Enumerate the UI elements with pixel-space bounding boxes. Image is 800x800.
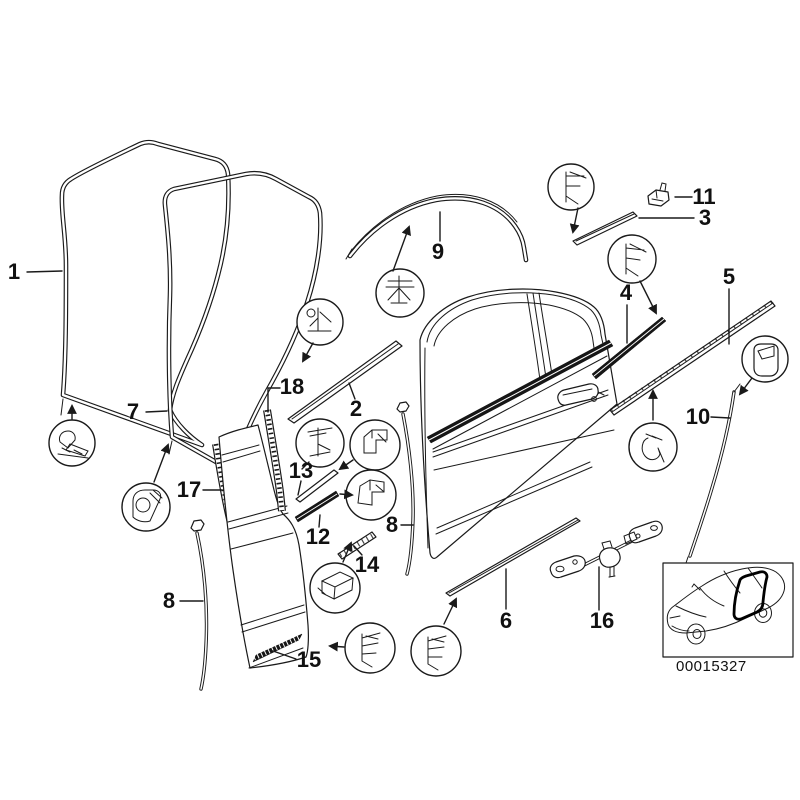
detail-circle-clip-4: [607, 234, 657, 315]
pillar-panel: [218, 424, 309, 669]
detail-circle-end-cap-14: [309, 541, 361, 614]
image-number: 00015327: [676, 658, 747, 675]
rear-door: [419, 288, 618, 559]
strip-4: [591, 316, 667, 380]
car-locator-thumbnail: [662, 562, 794, 658]
strip-5: [609, 300, 776, 416]
detail-circle-clip-15: [328, 622, 396, 674]
detail-circle-grommet-10: [738, 335, 789, 396]
part-callout-5-14[interactable]: 5: [722, 264, 736, 289]
leader-lines: [26, 196, 731, 660]
highlighted-rear-door-outline: [732, 570, 769, 621]
part-callout-6-12[interactable]: 6: [499, 608, 513, 633]
part-callout-4-16[interactable]: 4: [619, 280, 633, 305]
part-callout-11-18[interactable]: 11: [692, 184, 716, 209]
detail-circle-clip-2: [296, 298, 344, 363]
window-frame-strip-9: [345, 193, 529, 263]
detail-circle-clip-3: [547, 163, 595, 234]
door-seal-1: [59, 139, 231, 448]
part-callout-2-4[interactable]: 2: [349, 396, 363, 421]
belt-strip-2: [287, 340, 403, 424]
part-callout-10-15[interactable]: 10: [685, 404, 711, 429]
strip-6: [445, 517, 581, 597]
door-handle: [557, 383, 605, 406]
part-callout-8-10[interactable]: 8: [385, 512, 399, 537]
part-callout-17-5[interactable]: 17: [176, 477, 202, 502]
part-callout-12-7[interactable]: 12: [305, 524, 331, 549]
strip-12: [294, 490, 340, 523]
detail-circle-seal-7-profile: [121, 443, 171, 532]
detail-circle-clip-5: [628, 389, 678, 472]
part-callout-8-9[interactable]: 8: [162, 588, 176, 613]
part-callout-16-13[interactable]: 16: [589, 608, 615, 633]
part-callout-1-0[interactable]: 1: [7, 259, 21, 284]
part-callout-15-11[interactable]: 15: [296, 647, 322, 672]
edge-strip-8-left: [190, 519, 209, 691]
pillar-trim-18: [263, 409, 286, 512]
clip-part-11: [647, 182, 670, 207]
detail-circle-clip-6: [410, 597, 462, 677]
detail-circle-clip-12: [339, 469, 397, 521]
strip-13: [295, 469, 339, 503]
strip-3: [572, 211, 638, 246]
part-callout-7-1[interactable]: 7: [126, 399, 140, 424]
bracket-16: [549, 520, 663, 579]
part-callout-14-8[interactable]: 14: [354, 552, 380, 577]
part-callout-13-6[interactable]: 13: [288, 458, 314, 483]
detail-circle-seal-1-profile: [48, 404, 96, 467]
detail-circle-clip-9: [375, 225, 425, 318]
part-callout-9-2[interactable]: 9: [431, 239, 445, 264]
detail-circle-clip-18: [295, 418, 345, 470]
part-callout-3-17[interactable]: 3: [698, 205, 712, 230]
sill-strip-15: [248, 633, 304, 669]
edge-strip-8-right: [396, 401, 415, 576]
part-callout-18-3[interactable]: 18: [279, 374, 305, 399]
detail-circle-clip-13: [338, 419, 401, 471]
